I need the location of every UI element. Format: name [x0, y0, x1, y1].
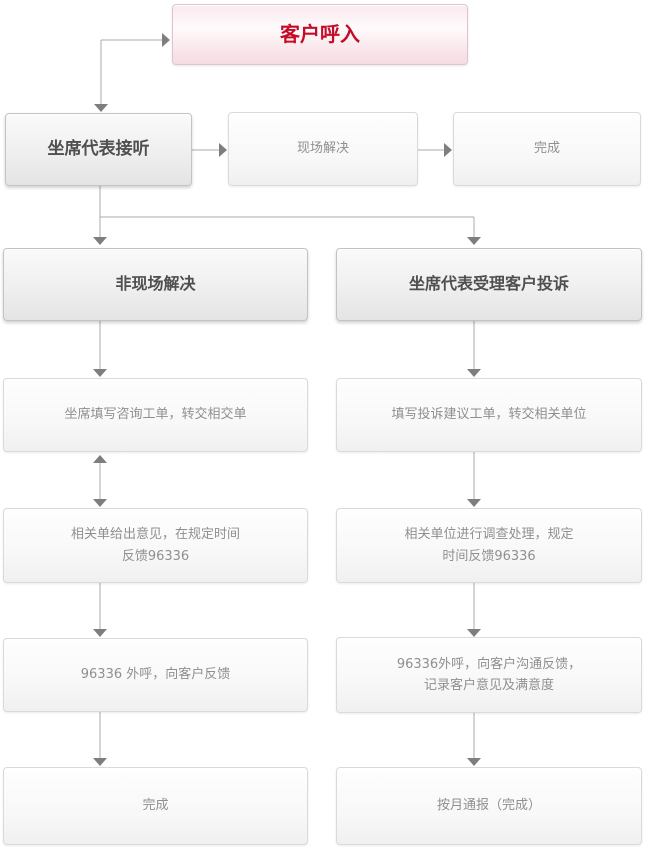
arrowhead-right-to-customer-call [162, 33, 170, 47]
node-complaint-accept: 坐席代表受理客户投诉 [336, 248, 642, 321]
node-right-step3-outbound-call: 96336外呼，向客户沟通反馈， 记录客户意见及满意度 [336, 637, 642, 713]
arrowhead-right-to-onsite-resolve [219, 143, 227, 157]
node-right-step1-fill-complaint-ticket: 填写投诉建议工单，转交相关单位 [336, 378, 642, 452]
connector-onsite-to-done [418, 143, 452, 157]
connector-left-3 [93, 583, 107, 637]
connector-left-1 [93, 321, 107, 377]
node-right-done-monthly-report: 按月通报（完成） [336, 767, 642, 845]
node-left-step3-outbound-call: 96336 外呼，向客户反馈 [3, 638, 308, 712]
arrowhead-down [93, 499, 107, 507]
connector-right-4 [467, 713, 481, 766]
connector-right-3 [467, 583, 481, 637]
arrowhead-down-to-non-onsite [93, 237, 107, 245]
connector-elbow-top [94, 33, 170, 112]
connector-left-4 [93, 712, 107, 766]
node-onsite-resolve: 现场解决 [228, 112, 418, 186]
arrowhead-down-to-complaint-accept [467, 237, 481, 245]
node-left-step2-feedback-96336: 相关单给出意见，在规定时间 反馈96336 [3, 508, 308, 583]
node-right-step2-investigate: 相关单位进行调查处理，规定 时间反馈96336 [336, 508, 642, 583]
arrowhead-up [93, 455, 107, 463]
node-non-onsite-resolve: 非现场解决 [3, 248, 308, 321]
connector-right-1 [467, 321, 481, 377]
arrowhead-right-to-onsite-done [444, 143, 452, 157]
node-onsite-done: 完成 [453, 112, 641, 186]
node-customer-call: 客户呼入 [172, 4, 468, 65]
arrowhead-down-to-agent-answer [94, 104, 108, 112]
connector-right-2 [467, 452, 481, 507]
connector-agent-to-onsite [192, 143, 227, 157]
connector-left-2-double-arrow [93, 455, 107, 507]
node-left-step1-fill-ticket: 坐席填写咨询工单，转交相交单 [3, 378, 308, 452]
node-left-done: 完成 [3, 767, 308, 845]
node-agent-answer: 坐席代表接听 [5, 113, 192, 186]
connector-split-two-columns [93, 186, 481, 245]
